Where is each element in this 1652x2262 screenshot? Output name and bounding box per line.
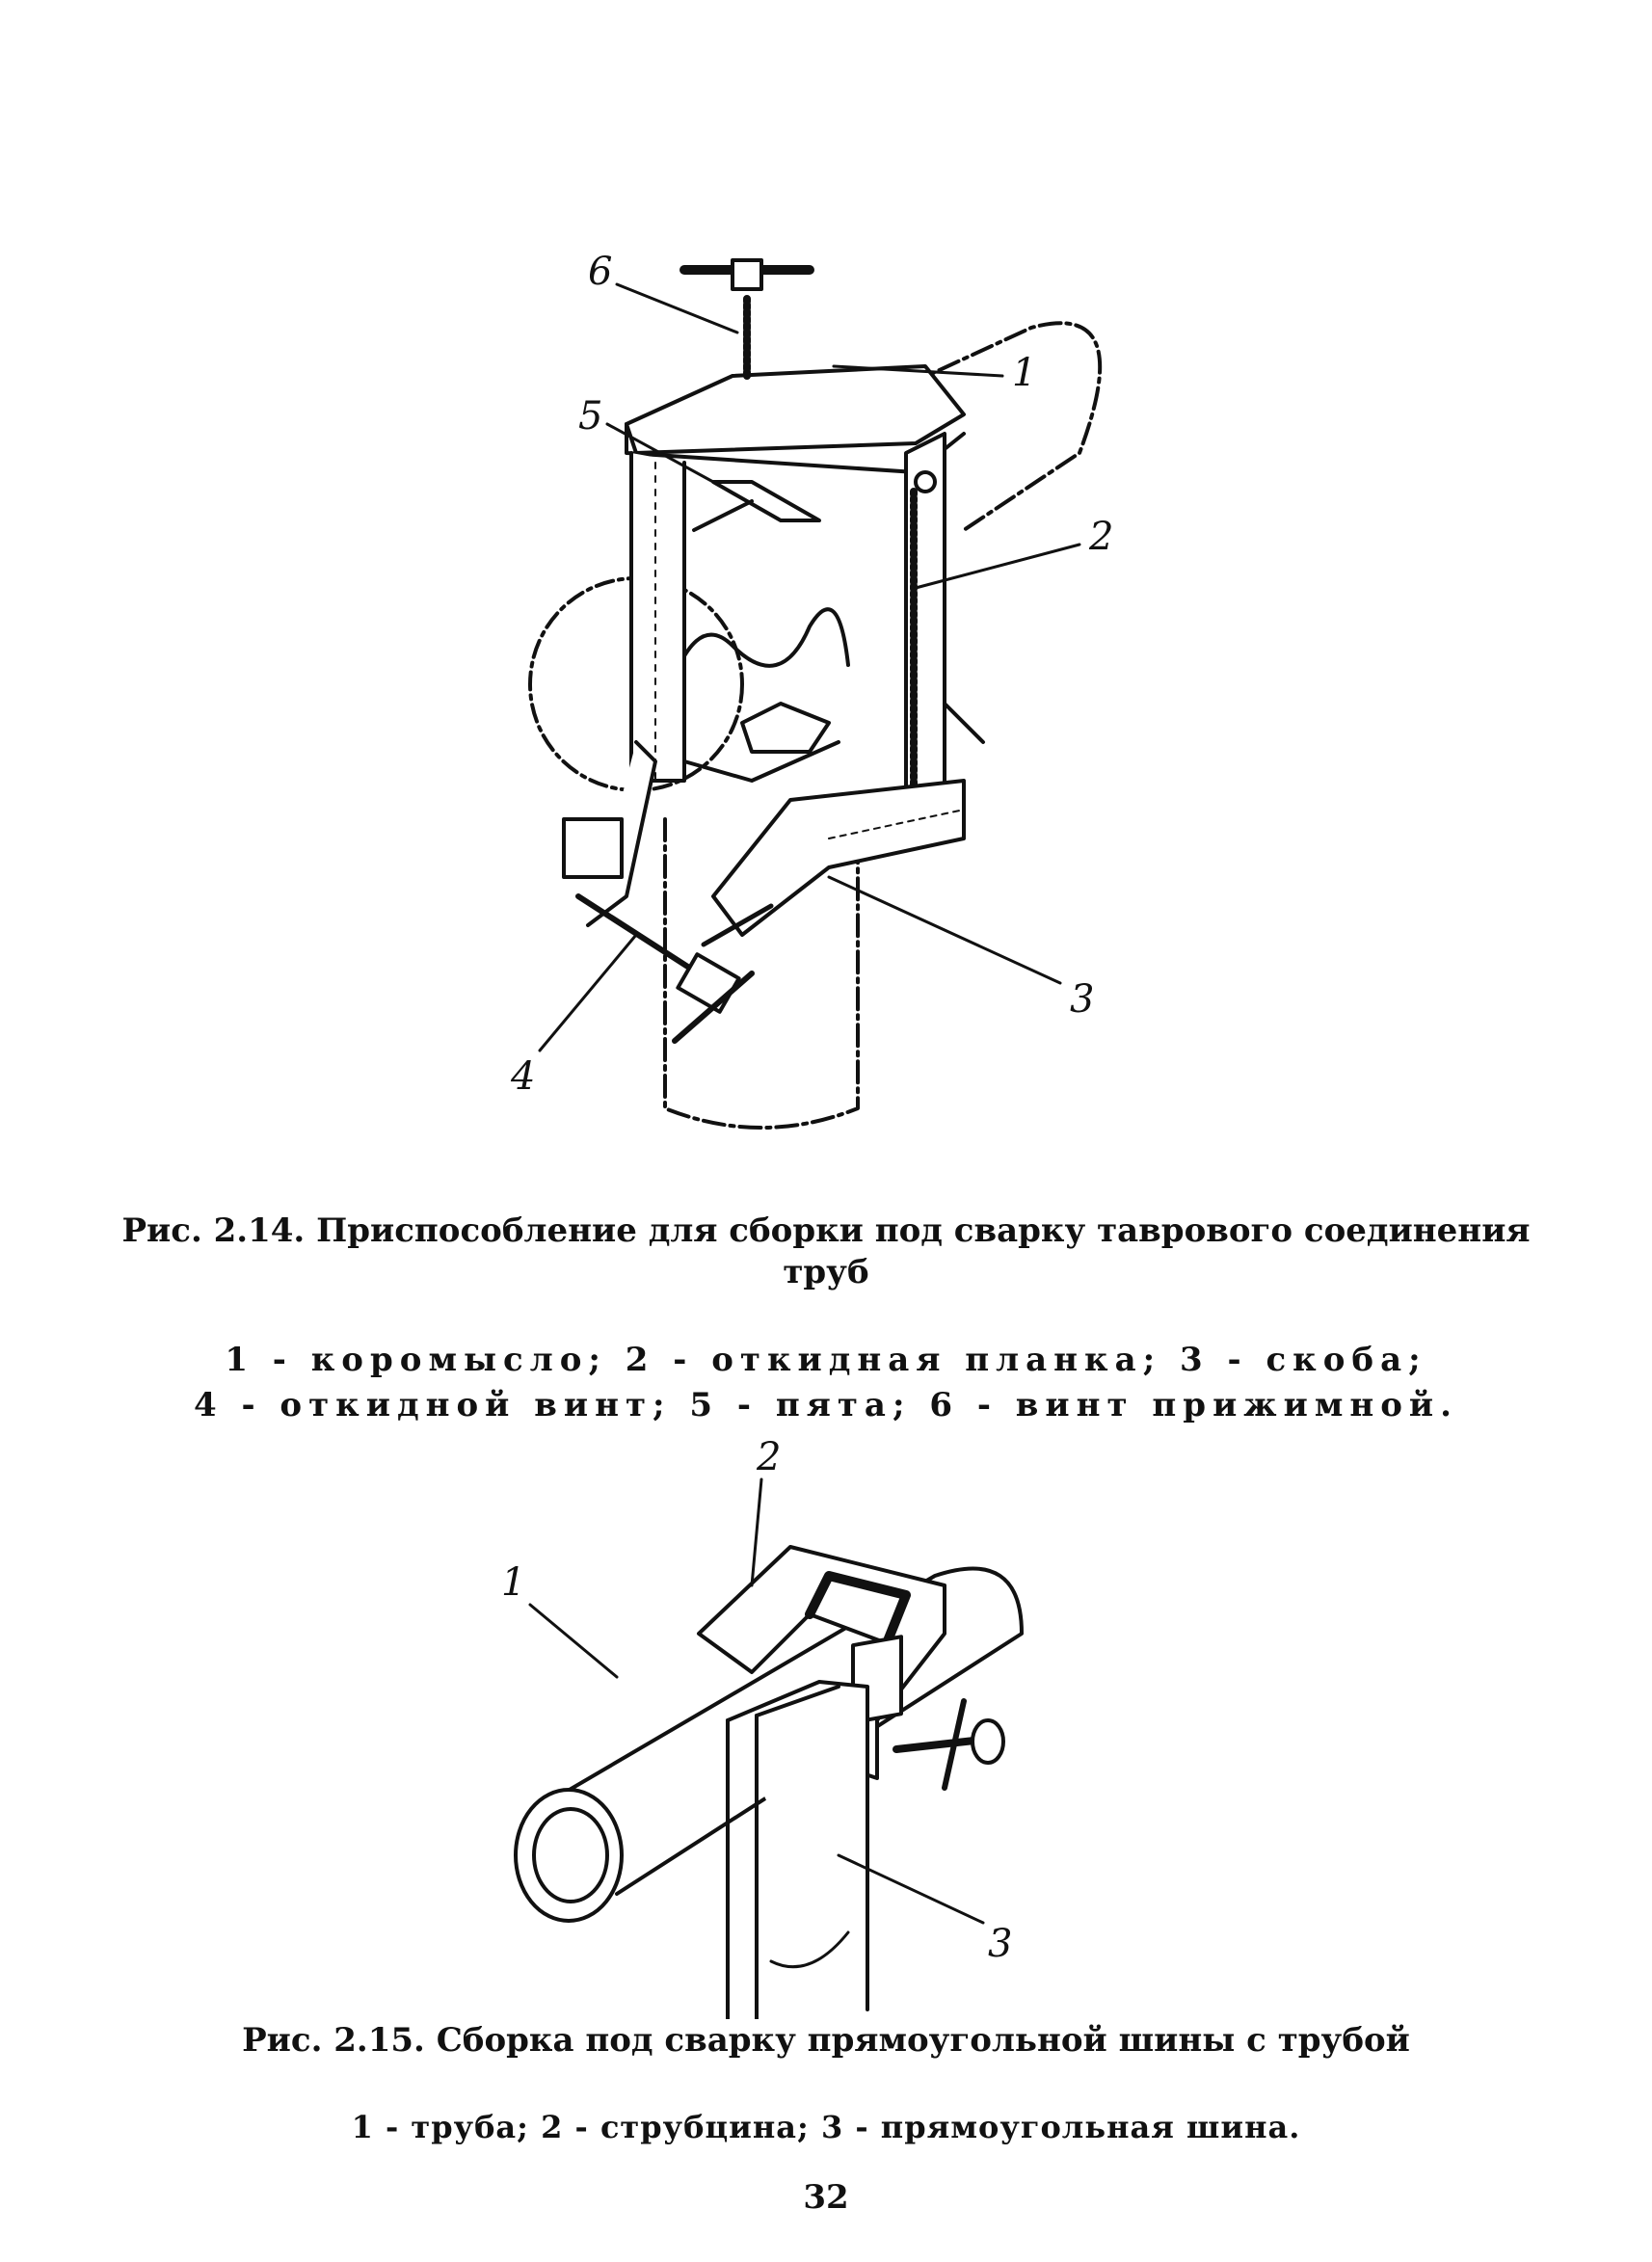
bracket-hatch (828, 809, 965, 839)
figure-2-14-svg: 6 1 5 2 3 4 (510, 250, 1113, 1130)
page-number: 32 (803, 2178, 849, 2217)
lower-jaw (740, 702, 831, 754)
clamp-hatch (805, 1571, 911, 1648)
callout-1: 1 (1012, 351, 1036, 395)
hinge-pin (914, 470, 937, 493)
vertical-pipe-outline (663, 817, 860, 1130)
bracket (711, 779, 966, 937)
heel-plate (711, 480, 821, 522)
figure-2-14-drawing: 6 1 5 2 3 4 (463, 241, 1214, 1166)
leader-4 (538, 933, 638, 1052)
leader-fig2-1 (528, 1603, 619, 1679)
callout-4: 4 (510, 1054, 535, 1099)
swing-screw-handle-top (701, 903, 774, 947)
fig2-callout-3: 3 (988, 1922, 1012, 1966)
figure-2-15-drawing: 1 2 3 (482, 1441, 1079, 2019)
left-arm-block (562, 817, 624, 879)
bus-bar-top-edge (755, 1685, 840, 1717)
side-screw (943, 702, 985, 744)
swing-screw-handle (672, 971, 755, 1044)
left-post (629, 451, 686, 783)
horizontal-pipe-outline (904, 321, 1103, 532)
clamp-screw (893, 1736, 987, 1753)
clamp-screw-handle (942, 1698, 967, 1791)
heel-arm (692, 499, 754, 532)
leader-fig2-2 (750, 1477, 763, 1587)
leader-6 (615, 282, 739, 334)
fig2-callout-1: 1 (501, 1560, 525, 1605)
fig2-callout-2: 2 (756, 1441, 781, 1479)
figure-2-14-legend-line1: 1 - коромысло; 2 - откидная планка; 3 - … (225, 1341, 1427, 1379)
press-screw-head (731, 258, 763, 291)
figure-2-14-legend-line2: 4 - откидной винт; 5 - пята; 6 - винт пр… (193, 1386, 1458, 1424)
callout-5: 5 (578, 394, 602, 439)
leader-fig2-3 (837, 1853, 985, 1925)
figure-2-14-caption-line2: труб (783, 1253, 869, 1291)
joint-contour (663, 607, 850, 705)
figure-2-15-svg: 1 2 3 (501, 1441, 1024, 2019)
lower-jaw-link (682, 740, 840, 783)
clamp-screw-head (971, 1718, 1005, 1765)
callout-6: 6 (588, 250, 612, 294)
figure-2-15-legend: 1 - труба; 2 - струбцина; 3 - прямоуголь… (351, 2109, 1301, 2145)
pipe-end-inner (532, 1807, 609, 1903)
leader-2 (914, 543, 1081, 590)
figure-2-14-caption-line1: Рис. 2.14. Приспособление для сборки под… (121, 1211, 1531, 1250)
callout-2: 2 (1088, 515, 1113, 559)
rocker-beam (625, 364, 966, 455)
leader-3 (827, 875, 1062, 985)
bus-bar-top (726, 1680, 869, 2011)
leader-1 (832, 364, 1004, 378)
callout-3: 3 (1070, 977, 1094, 1022)
bus-bar-break (769, 1930, 850, 1969)
figure-2-15-caption: Рис. 2.15. Сборка под сварку прямоугольн… (242, 2021, 1410, 2060)
leader-5 (605, 422, 715, 484)
